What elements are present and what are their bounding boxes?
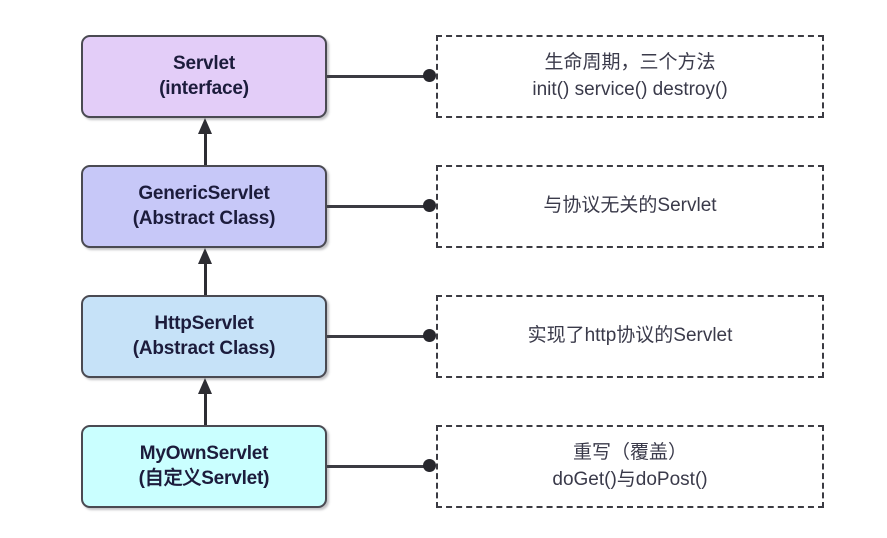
class-box-generic-servlet[interactable]: GenericServlet (Abstract Class) xyxy=(81,165,327,248)
arrow-shaft xyxy=(204,392,207,426)
connector-dot-my-own-servlet xyxy=(423,459,436,472)
arrow-head-icon xyxy=(198,248,212,264)
connector-line-servlet xyxy=(326,75,432,78)
connector-dot-http-servlet xyxy=(423,329,436,342)
inheritance-arrow-myown-to-http xyxy=(198,378,212,426)
callout-my-own-servlet-line1: 重写（覆盖） xyxy=(572,441,687,463)
connector-dot-servlet xyxy=(423,69,436,82)
callout-http-servlet-line1: 实现了http协议的Servlet xyxy=(527,325,733,347)
connector-line-my-own-servlet xyxy=(326,465,432,468)
class-box-http-servlet-name: HttpServlet xyxy=(154,313,254,335)
class-box-http-servlet-kind: (Abstract Class) xyxy=(132,337,276,359)
connector-line-generic-servlet xyxy=(326,205,432,208)
class-box-generic-servlet-name: GenericServlet xyxy=(138,183,270,205)
class-box-my-own-servlet[interactable]: MyOwnServlet (自定义Servlet) xyxy=(81,425,327,508)
callout-servlet-line2: init() service() destroy() xyxy=(532,78,728,100)
callout-servlet[interactable]: 生命周期，三个方法 init() service() destroy() xyxy=(436,35,824,118)
inheritance-arrow-generic-to-servlet xyxy=(198,118,212,166)
class-box-generic-servlet-kind: (Abstract Class) xyxy=(132,207,276,229)
class-box-my-own-servlet-kind: (自定义Servlet) xyxy=(138,467,270,489)
callout-my-own-servlet-line2: doGet()与doPost() xyxy=(552,468,708,490)
callout-generic-servlet-line1: 与协议无关的Servlet xyxy=(543,195,717,217)
callout-generic-servlet[interactable]: 与协议无关的Servlet xyxy=(436,165,824,248)
arrow-shaft xyxy=(204,132,207,166)
connector-line-http-servlet xyxy=(326,335,432,338)
arrow-shaft xyxy=(204,262,207,296)
callout-servlet-line1: 生命周期，三个方法 xyxy=(544,51,716,73)
class-box-servlet[interactable]: Servlet (interface) xyxy=(81,35,327,118)
arrow-head-icon xyxy=(198,378,212,394)
callout-http-servlet[interactable]: 实现了http协议的Servlet xyxy=(436,295,824,378)
connector-dot-generic-servlet xyxy=(423,199,436,212)
class-box-servlet-kind: (interface) xyxy=(159,77,249,99)
class-box-my-own-servlet-name: MyOwnServlet xyxy=(139,443,269,465)
class-box-servlet-name: Servlet xyxy=(173,53,235,75)
arrow-head-icon xyxy=(198,118,212,134)
callout-my-own-servlet[interactable]: 重写（覆盖） doGet()与doPost() xyxy=(436,425,824,508)
inheritance-arrow-http-to-generic xyxy=(198,248,212,296)
class-box-http-servlet[interactable]: HttpServlet (Abstract Class) xyxy=(81,295,327,378)
